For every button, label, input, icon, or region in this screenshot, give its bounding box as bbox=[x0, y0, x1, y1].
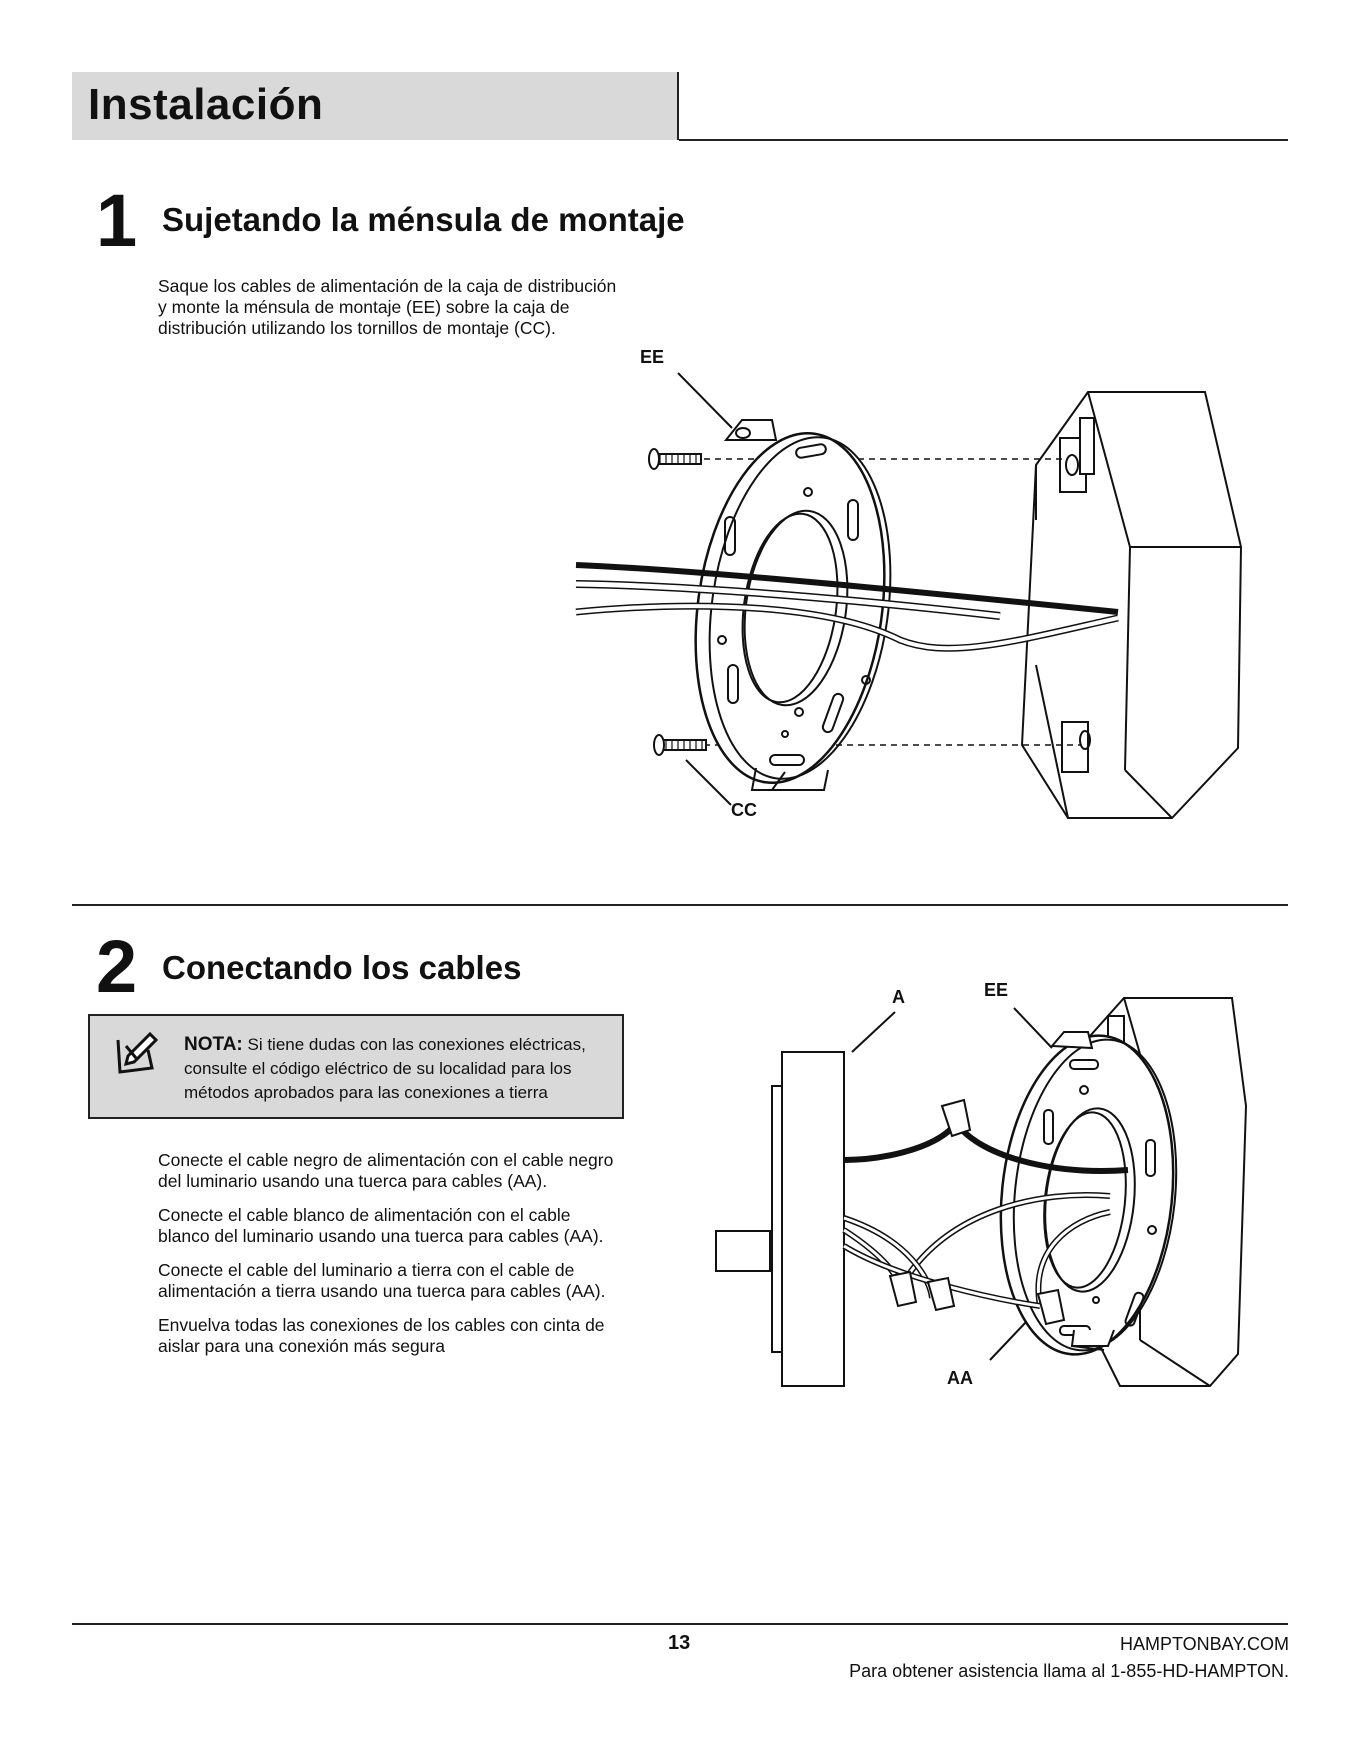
step-1-title: Sujetando la ménsula de montaje bbox=[162, 201, 685, 238]
step-1-number: 1 bbox=[96, 179, 138, 262]
support-phone: Para obtener asistencia llama al 1-855-H… bbox=[849, 1661, 1289, 1681]
callout-a: A bbox=[892, 987, 905, 1007]
step-2-line: Conecte el cable negro de alimentación c… bbox=[158, 1150, 614, 1170]
footer-rule bbox=[72, 1623, 1288, 1625]
note-box bbox=[88, 1014, 624, 1119]
note-body: Si tiene dudas con las conexiones eléctr… bbox=[184, 1035, 586, 1102]
step-1-line: y monte la ménsula de montaje (EE) sobre… bbox=[158, 297, 570, 317]
callout-ee-step2: EE bbox=[984, 980, 1009, 1000]
note-text: NOTA: Si tiene dudas con las conexiones … bbox=[184, 1033, 614, 1105]
note-label: NOTA: bbox=[184, 1034, 243, 1055]
step-2-line: alimentación a tierra usando una tuerca … bbox=[158, 1281, 606, 1301]
step-divider bbox=[72, 904, 1288, 906]
step-1-instructions: Saque los cables de alimentación de la c… bbox=[158, 276, 678, 339]
step-2-line: aislar para una conexión más segura bbox=[158, 1336, 445, 1356]
callout-ee-step1: EE bbox=[640, 347, 665, 367]
callout-cc: CC bbox=[731, 800, 757, 820]
step-2-line: Conecte el cable del luminario a tierra … bbox=[158, 1260, 575, 1280]
section-title: Instalación bbox=[88, 80, 324, 129]
step-2-title: Conectando los cables bbox=[162, 949, 522, 986]
section-header-bar bbox=[72, 72, 679, 140]
step-2-line: del luminario usando una tuerca para cab… bbox=[158, 1171, 548, 1191]
callout-aa: AA bbox=[947, 1368, 973, 1388]
step-2-number: 2 bbox=[96, 925, 138, 1008]
step-2-line: Envuelva todas las conexiones de los cab… bbox=[158, 1315, 605, 1335]
note-pencil-icon bbox=[116, 1031, 159, 1074]
step-2-line: Conecte el cable blanco de alimentación … bbox=[158, 1205, 571, 1225]
header-rule bbox=[679, 139, 1288, 141]
website-link[interactable]: HAMPTONBAY.COM bbox=[1119, 1634, 1289, 1654]
step-2-instructions: Conecte el cable negro de alimentación c… bbox=[158, 1150, 688, 1357]
step-1-line: Saque los cables de alimentación de la c… bbox=[158, 276, 617, 296]
step-2-line: blanco del luminario usando una tuerca p… bbox=[158, 1226, 604, 1246]
step-1-line: distribución utilizando los tornillos de… bbox=[158, 318, 556, 338]
page-number: 13 bbox=[668, 1632, 691, 1654]
